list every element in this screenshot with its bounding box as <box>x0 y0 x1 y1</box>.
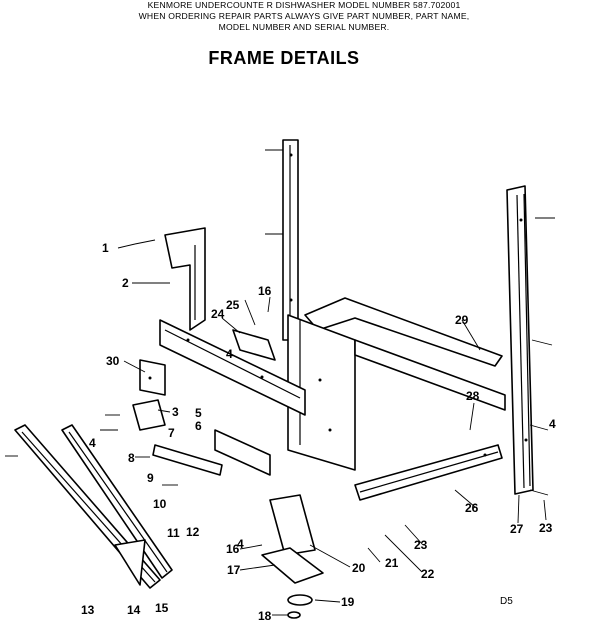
callout-10: 10 <box>153 497 167 511</box>
callout-24: 24 <box>211 307 225 321</box>
callout-9: 9 <box>147 471 154 485</box>
callout-16a: 16 <box>258 284 272 298</box>
right-side-rail <box>506 185 534 495</box>
callout-28: 28 <box>466 389 480 403</box>
callout-6: 6 <box>195 419 202 433</box>
callout-23b: 23 <box>539 521 553 535</box>
callout-17: 17 <box>227 563 241 577</box>
callout-14: 14 <box>127 603 141 617</box>
callout-19: 19 <box>341 595 355 609</box>
drawing-code: D5 <box>500 596 513 607</box>
part-17-foot-plate <box>261 547 324 584</box>
callout-4d: 4 <box>549 417 556 431</box>
callout-26: 26 <box>465 501 479 515</box>
callout-12: 12 <box>186 525 200 539</box>
callout-29: 29 <box>455 313 469 327</box>
bottom-rail-part-26 <box>354 444 503 501</box>
callout-8: 8 <box>128 451 135 465</box>
callout-23a: 23 <box>414 538 428 552</box>
header-order-instructions: WHEN ORDERING REPAIR PARTS ALWAYS GIVE P… <box>138 11 470 21</box>
part-3-clip <box>132 399 166 431</box>
header-model-line: KENMORE UNDERCOUNTE R DISHWASHER MODEL N… <box>147 0 461 10</box>
screw-fasteners <box>5 149 555 496</box>
callout-1: 1 <box>102 241 109 255</box>
diagram-title: FRAME DETAILS <box>208 48 360 68</box>
callout-13: 13 <box>81 603 95 617</box>
part-24-bracket <box>232 329 276 361</box>
callout-4c: 4 <box>237 537 244 551</box>
callout-21: 21 <box>385 556 399 570</box>
callout-11: 11 <box>167 526 180 540</box>
part-9-plate <box>152 444 223 476</box>
part-20-leg-bracket <box>269 494 316 556</box>
callout-4b: 4 <box>226 347 233 361</box>
callout-16b: 16 <box>226 542 240 556</box>
callout-27: 27 <box>510 522 524 536</box>
main-frame-box <box>287 297 506 471</box>
part-18-washer <box>287 611 301 619</box>
header-serial-line: MODEL NUMBER AND SERIAL NUMBER. <box>218 22 390 32</box>
callout-2: 2 <box>122 276 129 290</box>
callout-labels: 1 2 3 4 4 4 4 5 6 7 8 9 10 11 12 13 14 1… <box>81 241 556 621</box>
part-14-triangle-bracket <box>114 539 146 586</box>
leader-lines <box>117 243 547 616</box>
callout-22: 22 <box>421 567 435 581</box>
part-7-bracket <box>214 429 271 476</box>
callout-30: 30 <box>106 354 120 368</box>
callout-7: 7 <box>168 426 175 440</box>
part-2-bracket <box>164 227 206 331</box>
callout-3: 3 <box>172 405 179 419</box>
callout-20: 20 <box>352 561 366 575</box>
callout-18: 18 <box>258 609 272 621</box>
callout-5: 5 <box>195 406 202 420</box>
part-30-plate <box>139 359 166 396</box>
part-19-leveling-foot <box>287 594 313 606</box>
callout-25: 25 <box>226 298 240 312</box>
front-cross-member <box>159 319 306 416</box>
left-upper-rail <box>282 139 299 341</box>
callout-4a: 4 <box>89 436 96 450</box>
callout-15: 15 <box>155 601 169 615</box>
